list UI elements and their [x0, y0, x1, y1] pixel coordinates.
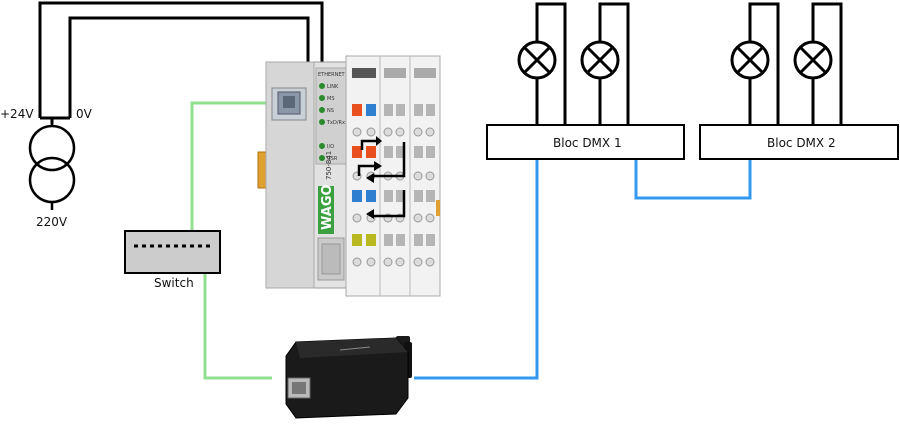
dmx-links [414, 160, 752, 380]
controller-model: 750-841 [325, 151, 333, 180]
lamp-icon [517, 40, 557, 80]
dmx-block-1 [486, 124, 685, 160]
ethernet-switch-to-controller [190, 101, 270, 248]
dmx-dongle-to-block1 [414, 160, 539, 380]
lamp-icon [580, 40, 620, 80]
terminal-jumper-wires [357, 139, 406, 218]
led-label-link: LINK [327, 84, 339, 90]
controller-brand-logo: WAGO [320, 184, 335, 230]
power-supply-symbol [28, 118, 76, 210]
controller-port-label: ETHERNET [318, 72, 346, 78]
dmx-block-2-label: Bloc DMX 2 [767, 136, 836, 150]
dmx-block1-to-block2 [634, 160, 752, 200]
switch-label: Switch [154, 276, 194, 290]
dmx-block-2 [699, 124, 899, 160]
dmx-block-1-label: Bloc DMX 1 [553, 136, 622, 150]
ethernet-dmx-dongle [285, 336, 412, 419]
lamp-icon [793, 40, 833, 80]
ethernet-links [190, 101, 272, 380]
zero-volt-label: 0V [76, 107, 93, 121]
terminal-arrows [366, 136, 382, 219]
controller-leds [319, 83, 325, 161]
led-label-ms: MS [327, 96, 335, 102]
mains-220v-label: 220V [36, 215, 68, 229]
network-switch [124, 230, 221, 274]
led-label-io: I/O [327, 144, 334, 150]
led-label-usr: USR [327, 156, 338, 162]
plus-24v-label: +24V [0, 107, 34, 121]
led-label-ns: NS [327, 108, 334, 114]
ethernet-switch-to-dongle [203, 248, 272, 380]
wago-controller: ETHERNET LINK MS NS TxD/RxD I/O USR WAGO… [257, 61, 349, 289]
led-label-txd: TxD/RxD [326, 120, 349, 126]
lamp-icon [730, 40, 770, 80]
